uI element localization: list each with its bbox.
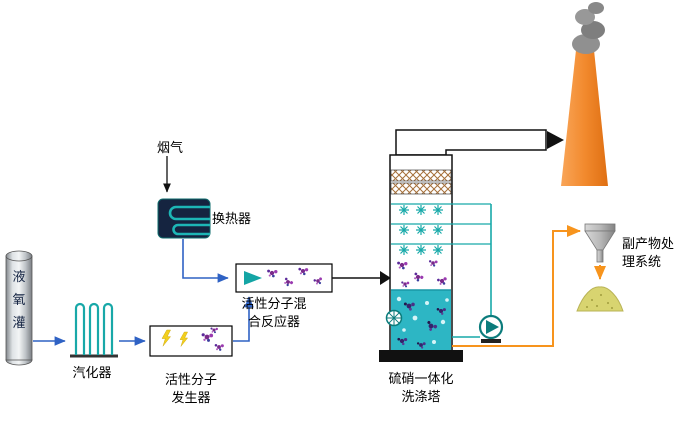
chimney: [561, 50, 608, 186]
demister-band: [390, 169, 452, 182]
reactor-label: 活性分子混 合反应器: [241, 296, 307, 330]
tower-label: 硫硝一体化 洗涤塔: [388, 371, 454, 405]
byproduct-pile: [576, 286, 624, 312]
generator-label: 活性分子 发生器: [164, 372, 217, 406]
aerator-icon: [385, 309, 403, 327]
nozzle-icon: [244, 271, 262, 285]
tower-liquid: [385, 289, 451, 351]
smoke: [572, 2, 605, 54]
spray-headers: [391, 203, 491, 245]
heat-exchanger-label: 换热器: [212, 211, 252, 226]
oxygen-tank: [5, 250, 33, 366]
demister-band: [390, 182, 452, 195]
circulation-piping: [452, 204, 492, 338]
reactor-to-tower-line: [332, 271, 391, 285]
generator-box: [149, 325, 233, 357]
reactor-box: [235, 263, 333, 293]
scrubber-tower: [379, 154, 491, 362]
stack-duct: [395, 129, 564, 156]
oxygen-flow-lines: [33, 239, 254, 346]
byproduct-line: [452, 225, 606, 347]
oxygen-tank-label: 液氧灌: [12, 269, 26, 330]
flue-gas-label: 烟气: [156, 140, 183, 155]
circulation-pump: [478, 314, 504, 343]
tower-base: [379, 350, 463, 362]
vaporizer-label: 汽化器: [72, 365, 112, 380]
duct-arrow: [547, 131, 564, 149]
byproduct-label: 副产物处 理系统: [622, 236, 675, 270]
byproduct-hopper: [584, 223, 616, 263]
vaporizer: [70, 302, 118, 358]
heat-exchanger: [157, 198, 211, 239]
